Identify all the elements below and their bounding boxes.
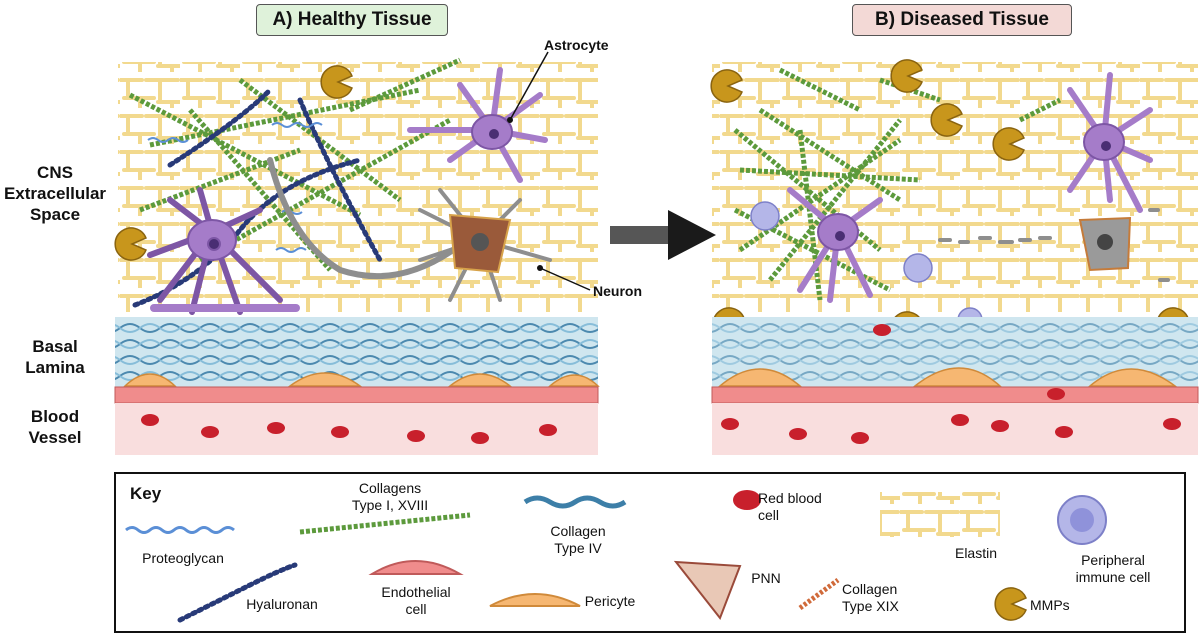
astrocyte-diseased-top: [1067, 72, 1153, 213]
endothelial-cell-icon: [368, 560, 464, 575]
key-icons: [125, 490, 1107, 623]
key-title: Key: [130, 484, 162, 503]
hyaluronan-icon: [177, 562, 298, 623]
pnn-icon: [673, 560, 742, 621]
key-label-red-blood-cell: Red blood cell: [758, 490, 822, 523]
key-label-hyaluronan: Hyaluronan: [246, 596, 318, 612]
red-blood-cell-icon: [733, 490, 761, 510]
key-label-pnn: PNN: [751, 570, 781, 586]
pericytes-diseased: [717, 367, 1178, 387]
basal-lamina-label: Basal Lamina: [25, 337, 85, 377]
key-label-elastin: Elastin: [954, 545, 998, 561]
collagen-type-4-layer: [115, 322, 598, 382]
proteoglycan-icon: [125, 526, 235, 534]
collagen-type-1-icon: [299, 512, 471, 535]
key-label-collagens-1-18: Collagens Type I, XVIII: [351, 480, 429, 513]
key-label-peripheral-immune: Peripheral immune cell: [1075, 552, 1151, 585]
red-blood-cells-healthy: [141, 414, 557, 444]
blood-vessel-diseased: [712, 403, 1198, 455]
red-blood-cells-diseased: [721, 324, 1181, 444]
healthy-tissue-title: A) Healthy Tissue: [256, 4, 448, 36]
blood-vessel-label: Blood Vessel: [28, 407, 82, 447]
pericytes-healthy: [123, 372, 600, 387]
mmp-icon: [994, 587, 1027, 621]
immune-nucleus-icon: [1070, 508, 1094, 532]
key-label-collagen-19: Collagen Type XIX: [842, 581, 899, 614]
collagen-type-19-icon: [798, 577, 840, 611]
astrocyte-endfeet: [150, 304, 300, 312]
reactive-astrocyte: [787, 187, 883, 303]
elastin-network-diseased: [712, 62, 1198, 312]
key-label-endothelial: Endothelial cell: [381, 584, 451, 617]
collagen-type-4-icon: [523, 495, 627, 509]
cns-extracellular-space-label: CNS Extracellular Space: [3, 163, 107, 224]
mmps-healthy: [114, 65, 353, 261]
transition-arrow: [610, 210, 716, 260]
neuron: [267, 157, 591, 302]
elastin-icon: [880, 492, 1000, 537]
key-label-proteoglycan: Proteoglycan: [142, 550, 224, 566]
astrocyte-top: [407, 51, 549, 183]
key-label-collagen-4: Collagen Type IV: [550, 523, 606, 556]
endothelial-layer-diseased: [711, 386, 1199, 404]
pericyte-icon: [489, 593, 581, 607]
degraded-neuron: [938, 208, 1170, 282]
astrocyte-left: [147, 187, 283, 315]
diseased-tissue-title: B) Diseased Tissue: [852, 4, 1072, 36]
key-label-pericyte: Pericyte: [584, 593, 636, 609]
endothelial-layer-healthy: [114, 386, 599, 404]
healthy-panel: [114, 51, 600, 455]
astrocyte-callout: Astrocyte: [544, 37, 609, 53]
blood-vessel-healthy: [115, 403, 598, 455]
diseased-panel: [710, 59, 1199, 455]
key-label-mmps: MMPs: [1030, 597, 1070, 613]
neuron-callout: Neuron: [593, 283, 642, 299]
